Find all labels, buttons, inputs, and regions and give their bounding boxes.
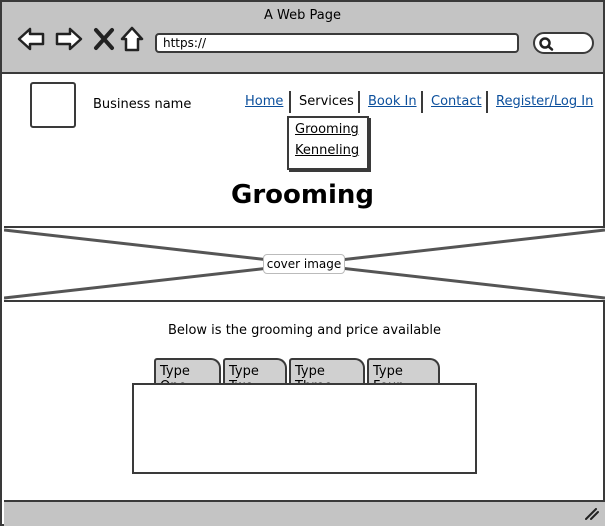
dropdown-item-kenneling[interactable]: Kenneling bbox=[295, 143, 360, 158]
page-title: Grooming bbox=[230, 180, 374, 210]
intro-text: Below is the grooming and price availabl… bbox=[167, 323, 442, 338]
tab-type-three[interactable]: Type Three bbox=[289, 358, 365, 394]
close-x-icon[interactable] bbox=[90, 24, 120, 54]
cover-image-label: cover image bbox=[263, 254, 345, 274]
nav-register-login-link[interactable]: Register/Log In bbox=[496, 94, 594, 109]
nav-services-link[interactable]: Services bbox=[299, 94, 354, 109]
search-input[interactable] bbox=[533, 32, 594, 54]
nav-book-in-link[interactable]: Book In bbox=[368, 94, 417, 109]
home-icon[interactable] bbox=[118, 24, 148, 54]
nav-divider bbox=[486, 91, 488, 113]
nav-contact-link[interactable]: Contact bbox=[431, 94, 482, 109]
logo-placeholder bbox=[30, 82, 76, 128]
resize-grip-icon[interactable] bbox=[585, 508, 599, 520]
nav-divider bbox=[289, 91, 291, 113]
back-arrow-icon[interactable] bbox=[16, 24, 46, 54]
dropdown-item-grooming[interactable]: Grooming bbox=[295, 122, 359, 137]
forward-arrow-icon[interactable] bbox=[54, 24, 84, 54]
browser-toolbar: A Web Page https:// bbox=[2, 2, 603, 74]
services-dropdown: Grooming Kenneling bbox=[287, 116, 369, 170]
tab-type-one[interactable]: Type One bbox=[154, 358, 221, 394]
tab-type-two[interactable]: Type Two bbox=[223, 358, 287, 394]
tab-type-four[interactable]: Type Four bbox=[367, 358, 440, 394]
nav-divider bbox=[358, 91, 360, 113]
status-bar bbox=[4, 500, 605, 526]
window-title: A Web Page bbox=[264, 8, 341, 23]
nav-home-link[interactable]: Home bbox=[245, 94, 284, 109]
tab-panel bbox=[132, 383, 477, 474]
business-name: Business name bbox=[93, 97, 192, 112]
nav-divider bbox=[421, 91, 423, 113]
url-input[interactable]: https:// bbox=[155, 33, 519, 53]
search-icon bbox=[539, 37, 554, 51]
